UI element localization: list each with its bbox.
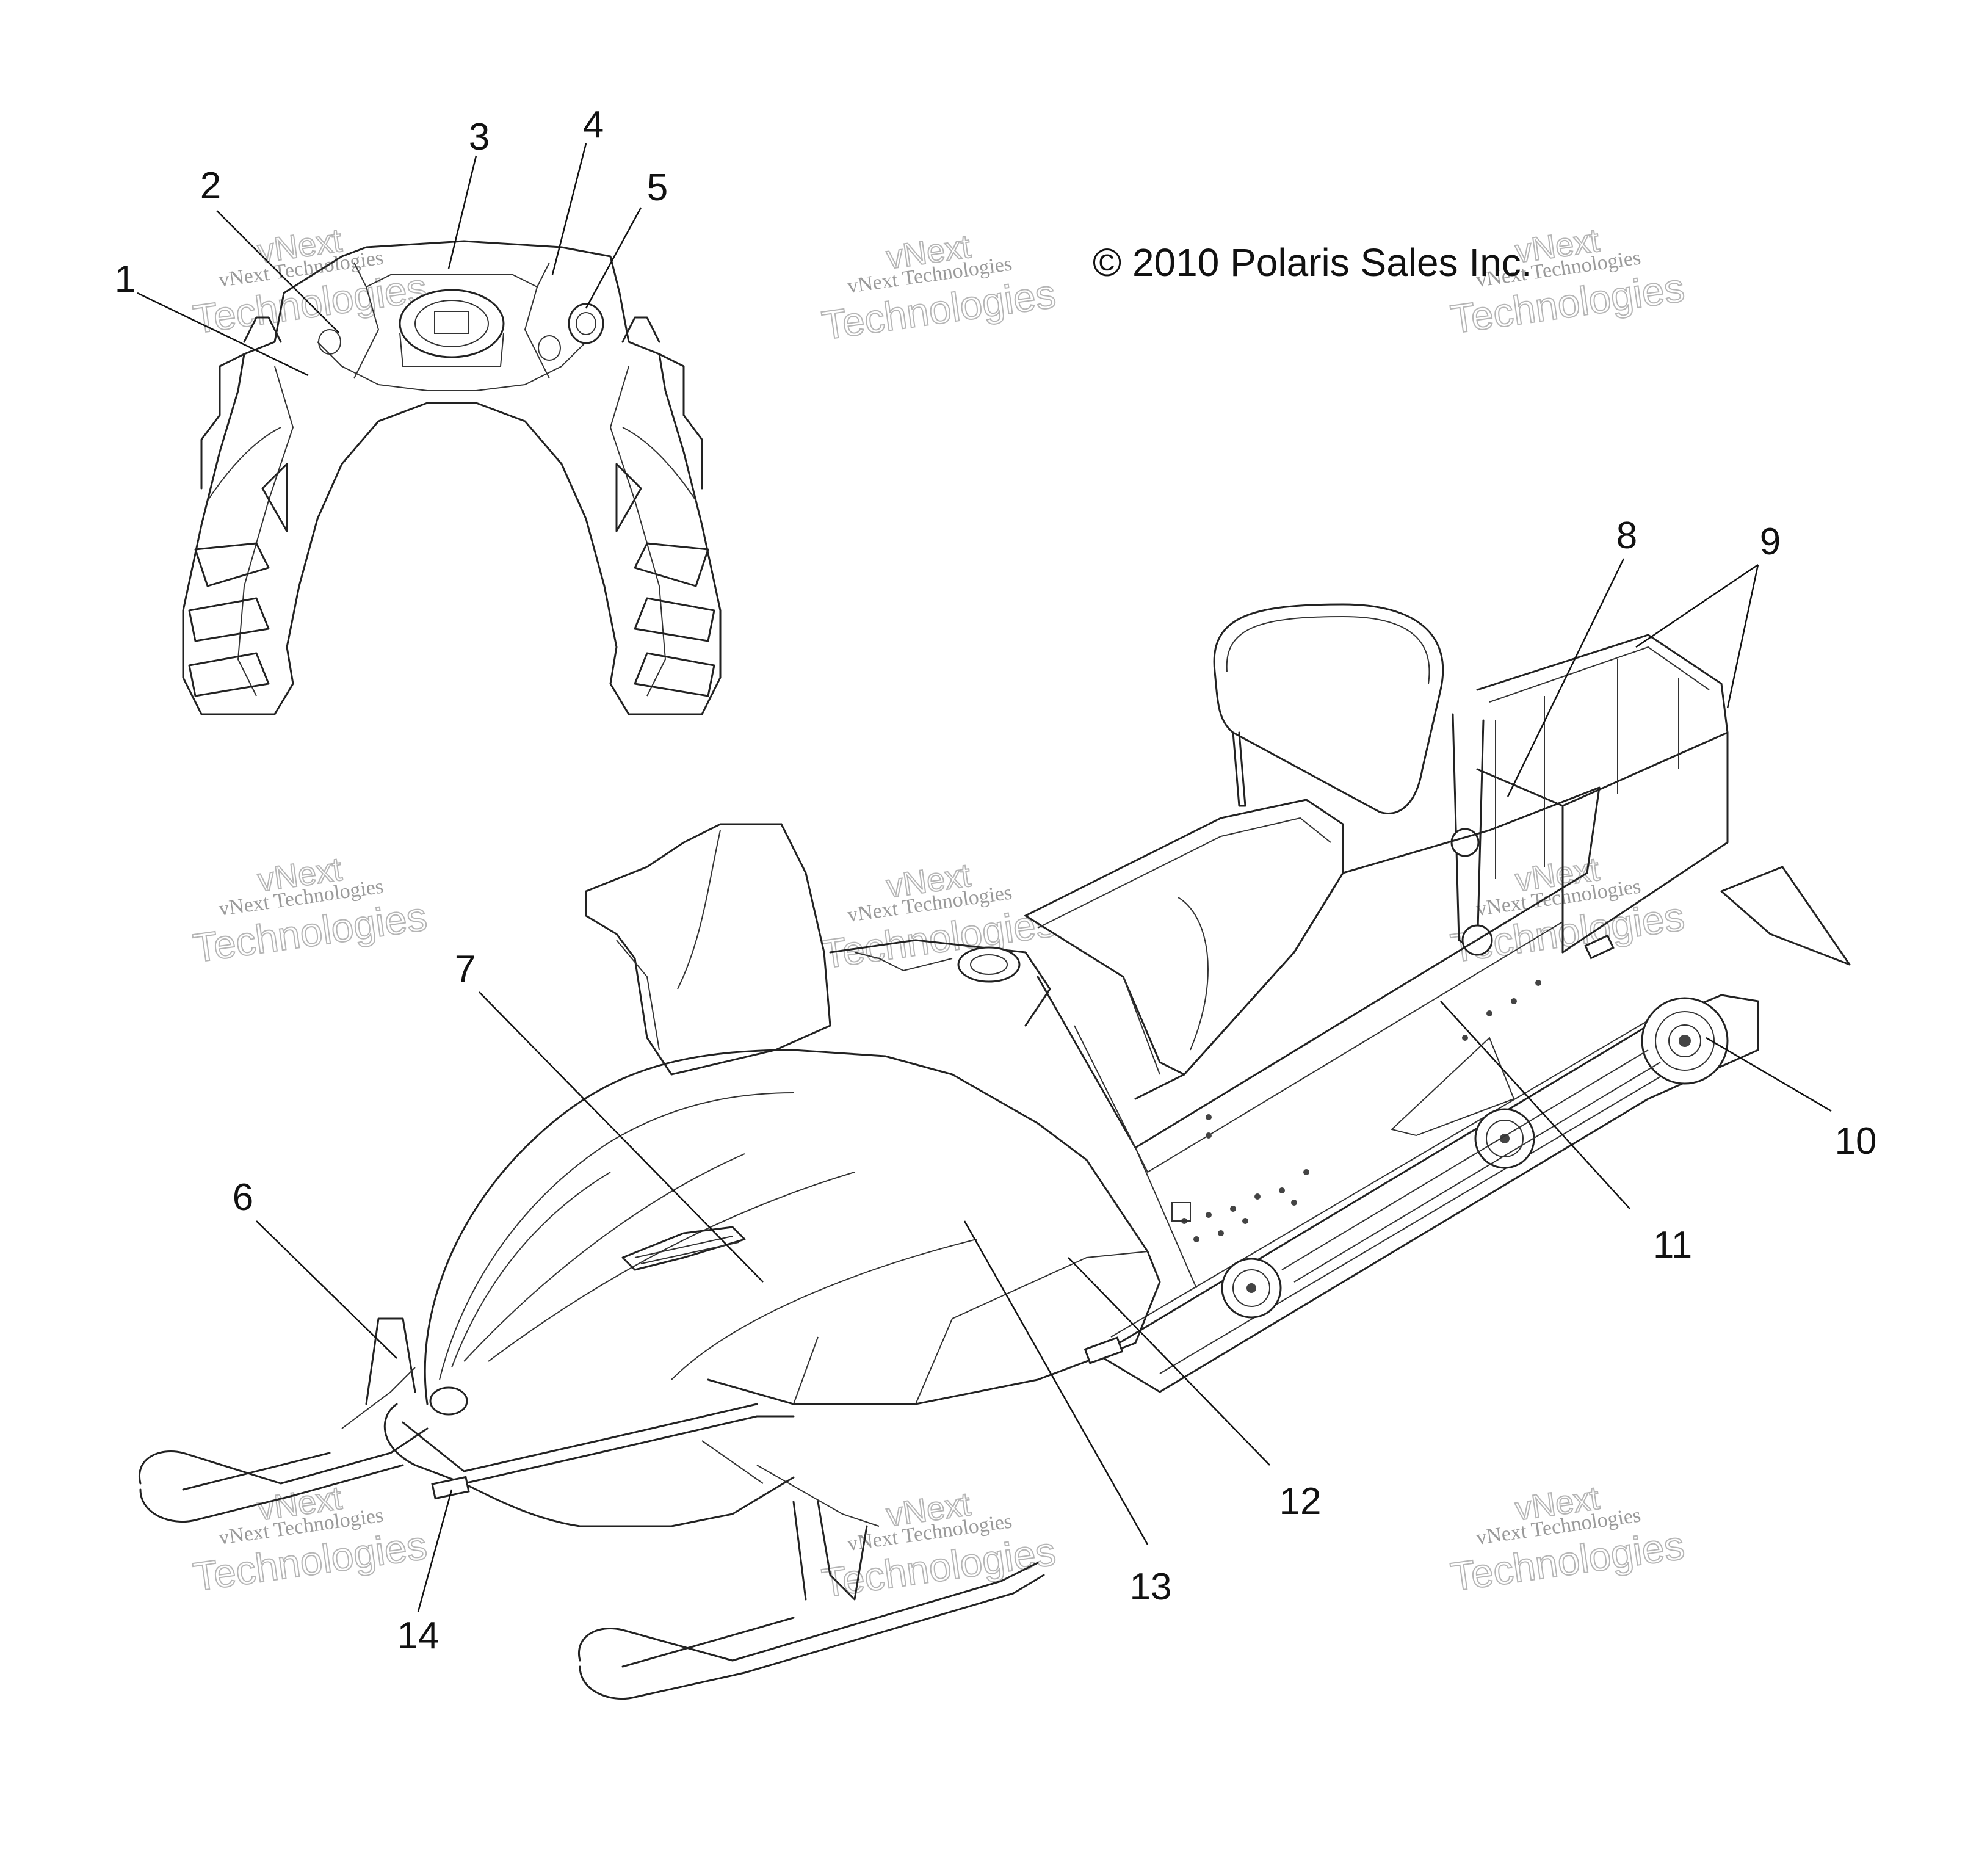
watermark-group: vNext vNext Technologies Technologies vN… [190, 222, 1688, 1606]
callout-3: 3 [469, 116, 490, 158]
leader-lines [137, 143, 1832, 1612]
callout-1: 1 [115, 258, 136, 300]
copyright-text: © 2010 Polaris Sales Inc. [1093, 241, 1532, 284]
callout-11: 11 [1653, 1224, 1692, 1266]
watermark: vNext vNext Technologies Technologies [190, 222, 430, 342]
rear-idler-wheel [1641, 997, 1729, 1085]
callout-14: 14 [397, 1615, 440, 1657]
callout-9: 9 [1760, 521, 1781, 563]
watermark: vNext vNext Technologies Technologies [190, 1479, 430, 1600]
watermark: vNext vNext Technologies Technologies [190, 850, 430, 971]
snowmobile-drawing [139, 603, 1851, 1700]
callout-8: 8 [1616, 515, 1637, 557]
callout-6: 6 [233, 1176, 253, 1219]
callout-7: 7 [455, 948, 476, 990]
bogie-wheel [1221, 1258, 1282, 1319]
watermark: vNext vNext Technologies Technologies [1447, 1479, 1688, 1600]
callout-5: 5 [647, 167, 668, 209]
watermark: vNext vNext Technologies Technologies [819, 857, 1059, 977]
bogie-wheel [1474, 1108, 1535, 1169]
tunnel-rivets [1181, 980, 1541, 1242]
callout-4: 4 [583, 104, 604, 146]
watermark: vNext vNext Technologies Technologies [819, 228, 1059, 349]
callout-13: 13 [1130, 1566, 1172, 1608]
watermark: vNext vNext Technologies Technologies [819, 1485, 1059, 1606]
callout-2: 2 [200, 165, 221, 207]
callout-labels: 1 2 3 4 5 6 7 8 9 10 11 12 13 14 [115, 104, 1877, 1657]
hood-panel-drawing [182, 240, 722, 715]
callout-10: 10 [1835, 1120, 1877, 1162]
callout-12: 12 [1279, 1480, 1322, 1523]
